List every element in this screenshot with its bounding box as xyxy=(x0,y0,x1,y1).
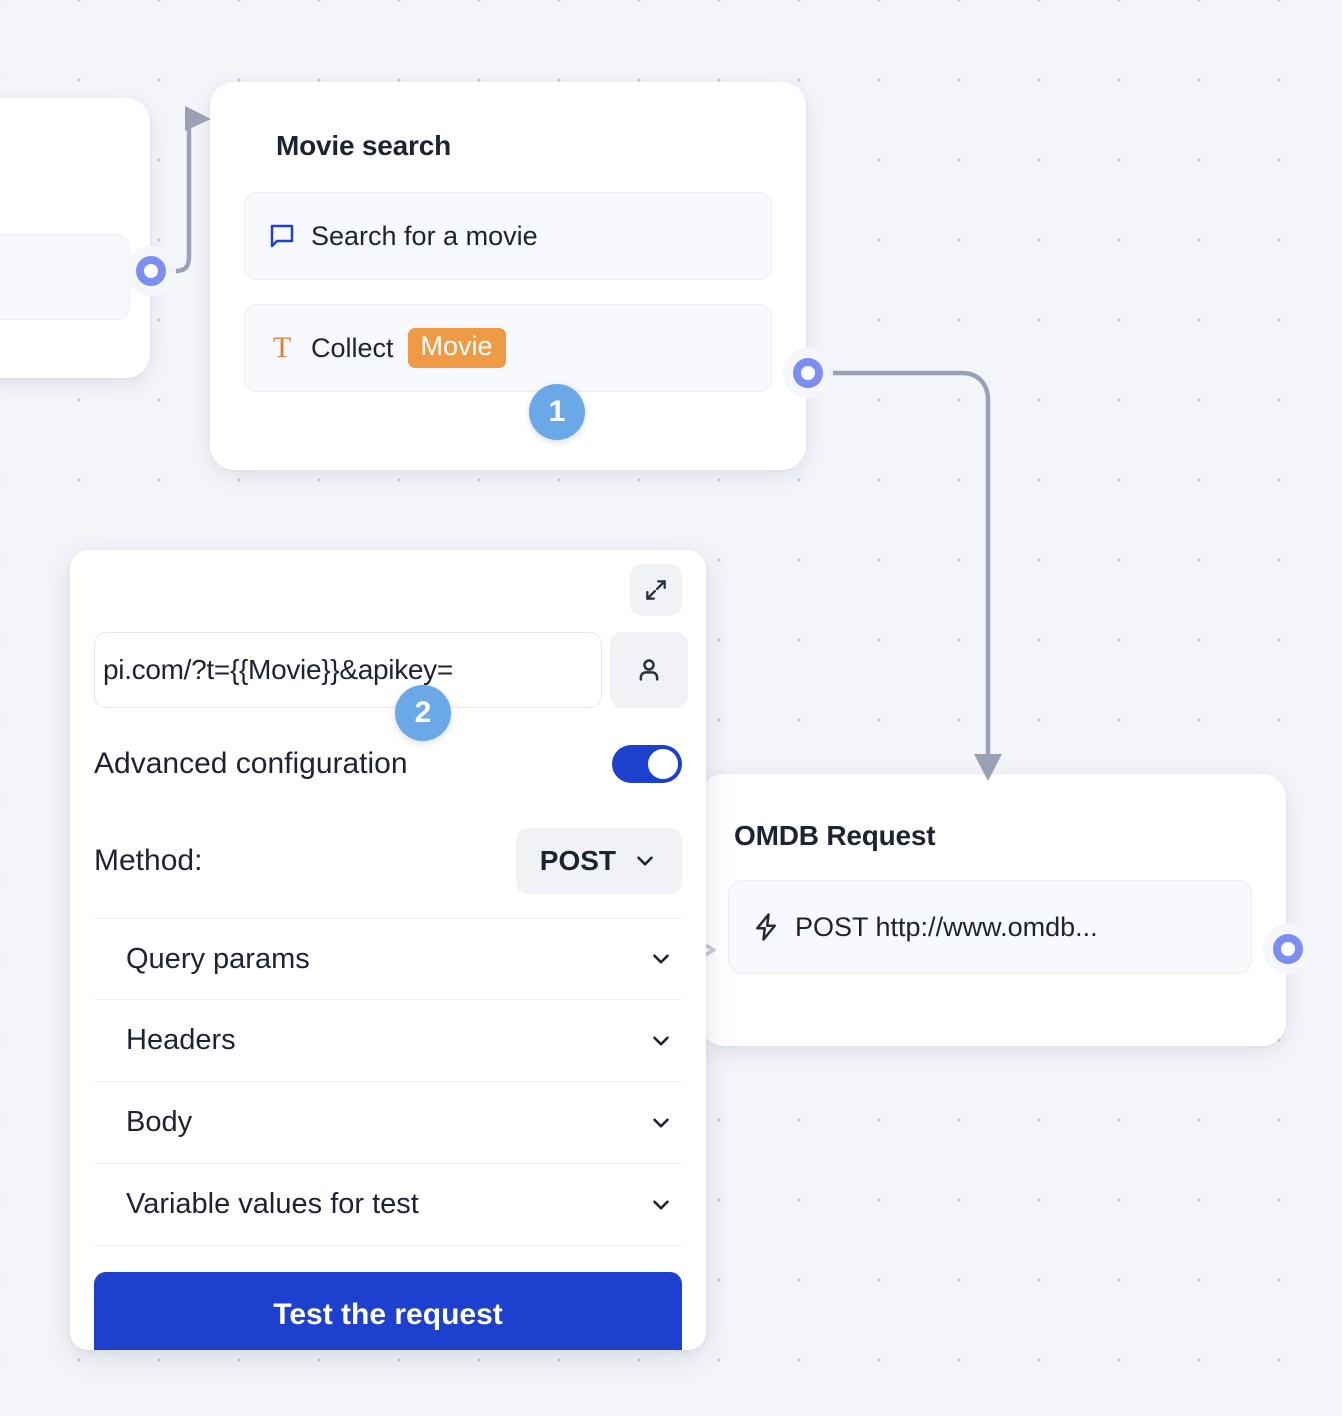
movie-search-row-search[interactable]: Search for a movie xyxy=(244,192,772,280)
step-badge-2: 2 xyxy=(395,685,451,741)
expand-diagonal-icon[interactable] xyxy=(630,564,682,616)
toggle-knob xyxy=(648,749,678,779)
port-movie-search-output[interactable] xyxy=(793,358,823,388)
accordion-variable-values-for-test-label: Variable values for test xyxy=(126,1188,419,1220)
text-t-icon: T xyxy=(272,331,292,364)
method-row: Method: POST xyxy=(94,828,682,894)
omdb-request-title: OMDB Request xyxy=(734,820,936,851)
person-icon[interactable] xyxy=(610,632,688,708)
test-the-request-button[interactable]: Test the request xyxy=(94,1272,682,1350)
request-config-panel[interactable]: pi.com/?t={{Movie}}&apikey= Advanced con… xyxy=(70,550,706,1350)
method-select[interactable]: POST xyxy=(515,828,682,894)
movie-search-node[interactable]: Movie search Search for a movie T Collec… xyxy=(210,82,806,470)
accordion-variable-values-for-test[interactable]: Variable values for test xyxy=(94,1164,682,1246)
partial-node-row[interactable] xyxy=(0,234,130,320)
movie-search-row-search-label: Search for a movie xyxy=(311,220,538,251)
accordion-body-label: Body xyxy=(126,1106,193,1138)
accordion-query-params-label: Query params xyxy=(126,942,310,975)
port-left-output[interactable] xyxy=(136,256,166,286)
chevron-down-icon[interactable] xyxy=(648,1110,674,1136)
accordion-query-params[interactable]: Query params xyxy=(94,918,682,1000)
chat-bubble-icon xyxy=(267,221,297,251)
omdb-request-row-label: POST http://www.omdb... xyxy=(795,911,1098,942)
accordion-headers-label: Headers xyxy=(126,1024,236,1056)
accordion-list: Query params Headers Body Variable value… xyxy=(94,918,682,1246)
advanced-configuration-row: Advanced configuration xyxy=(94,745,682,783)
method-label: Method: xyxy=(94,844,203,877)
chevron-down-icon xyxy=(632,848,658,874)
movie-search-row-collect-label: Collect xyxy=(311,332,394,363)
partial-node[interactable] xyxy=(0,98,150,378)
step-badge-1: 1 xyxy=(529,384,585,440)
port-omdb-output[interactable] xyxy=(1273,934,1303,964)
url-row: pi.com/?t={{Movie}}&apikey= xyxy=(94,632,688,708)
chevron-down-icon[interactable] xyxy=(648,1028,674,1054)
omdb-request-row[interactable]: POST http://www.omdb... xyxy=(728,880,1252,974)
method-select-value: POST xyxy=(539,845,616,876)
chevron-down-icon[interactable] xyxy=(648,946,674,972)
accordion-headers[interactable]: Headers xyxy=(94,1000,682,1082)
variable-chip-movie[interactable]: Movie xyxy=(407,328,506,368)
url-input[interactable]: pi.com/?t={{Movie}}&apikey= xyxy=(94,632,602,708)
lightning-bolt-icon xyxy=(751,912,781,942)
movie-search-title: Movie search xyxy=(276,130,452,161)
movie-search-row-collect[interactable]: T Collect Movie xyxy=(244,304,772,392)
omdb-request-node[interactable]: OMDB Request POST http://www.omdb... xyxy=(700,774,1286,1046)
url-input-value: pi.com/?t={{Movie}}&apikey= xyxy=(103,654,453,685)
accordion-body[interactable]: Body xyxy=(94,1082,682,1164)
chevron-down-icon[interactable] xyxy=(648,1192,674,1218)
advanced-configuration-toggle[interactable] xyxy=(612,745,682,783)
advanced-configuration-label: Advanced configuration xyxy=(94,747,408,780)
